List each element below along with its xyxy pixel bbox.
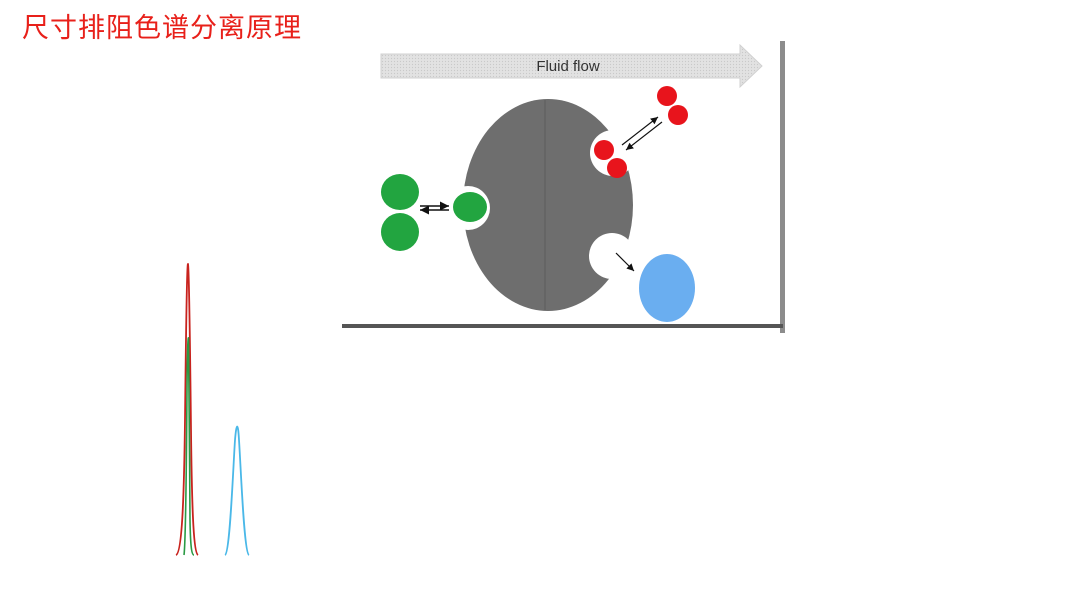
pore-bottom-right	[589, 233, 635, 279]
peak-red	[175, 263, 199, 556]
fluid-flow-label: Fluid flow	[536, 58, 600, 75]
bottom-wall	[342, 324, 783, 328]
right-wall	[780, 41, 785, 333]
chromatogram	[175, 263, 250, 556]
fluid-flow-arrow: Fluid flow	[380, 43, 763, 89]
porous-bead	[446, 99, 636, 311]
blue-molecule	[615, 252, 695, 322]
red-molecules	[594, 86, 688, 178]
green-molecules	[381, 174, 487, 251]
peak-green	[183, 337, 195, 556]
peak-blue	[224, 425, 250, 556]
page-title: 尺寸排阻色谱分离原理	[22, 13, 302, 44]
